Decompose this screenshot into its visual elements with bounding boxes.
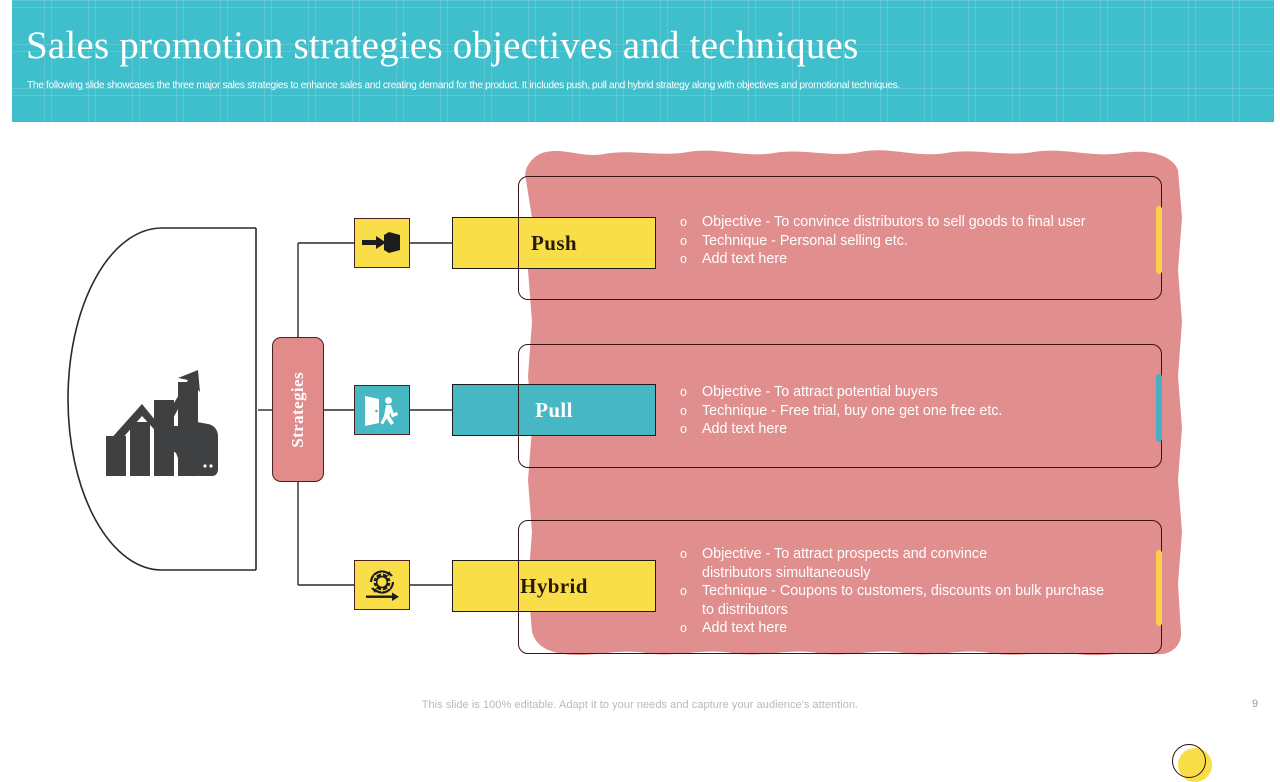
list-item: o Technique - Personal selling etc. [680, 232, 1150, 251]
strategies-hub[interactable]: Strategies [272, 337, 324, 482]
bullet-marker: o [680, 385, 687, 399]
list-item: o Add text here [680, 420, 1150, 439]
list-item-text: Objective - To convince distributors to … [702, 214, 1086, 230]
list-item-text: Technique - Coupons to customers, discou… [702, 583, 1105, 618]
list-item: o Objective - To convince distributors t… [680, 213, 1150, 232]
pull-person-exit-door-icon[interactable] [354, 385, 410, 435]
growth-bar-chart-hand-icon [104, 368, 220, 478]
list-item-text: Objective - To attract prospects and con… [702, 546, 988, 581]
push-box-arrow-icon[interactable] [354, 218, 410, 268]
strategies-hub-label: Strategies [288, 371, 307, 448]
hybrid-bullets: o Objective - To attract prospects and c… [680, 545, 1160, 638]
push-label-chip[interactable]: Push [452, 217, 656, 269]
hybrid-accent-bar [1156, 550, 1162, 626]
slide-header: Sales promotion strategies objectives an… [0, 0, 1280, 122]
page-subtitle: The following slide showcases the three … [27, 79, 900, 91]
header-right-accent [1274, 0, 1280, 122]
hybrid-label-chip[interactable]: Hybrid [452, 560, 656, 612]
bullet-marker: o [680, 547, 687, 561]
header-left-accent [0, 0, 12, 122]
torn-paper-panel [512, 140, 1184, 665]
list-item: o Technique - Free trial, buy one get on… [680, 402, 1150, 421]
pull-accent-bar [1156, 374, 1162, 442]
list-item: o Add text here [680, 250, 1150, 269]
hybrid-gear-cycle-arrows-icon[interactable] [354, 560, 410, 610]
page-title: Sales promotion strategies objectives an… [26, 24, 859, 67]
slide-body: Strategies Push o Objective - To convinc… [0, 122, 1280, 782]
push-accent-bar [1156, 206, 1162, 274]
pull-label-chip[interactable]: Pull [452, 384, 656, 436]
page-number: 9 [1252, 698, 1259, 710]
pull-bullets: o Objective - To attract potential buyer… [680, 383, 1150, 439]
push-bullets: o Objective - To convince distributors t… [680, 213, 1150, 269]
list-item: o Objective - To attract potential buyer… [680, 383, 1150, 402]
bullet-marker: o [680, 233, 687, 248]
semicircle-arc-decoration [66, 226, 258, 572]
decorative-outline-circle [1172, 744, 1206, 778]
list-item: o Technique - Coupons to customers, disc… [680, 582, 1160, 619]
list-item-text: Technique - Free trial, buy one get one … [702, 402, 1003, 419]
bullet-marker: o [680, 403, 687, 418]
bullet-marker: o [680, 252, 687, 267]
list-item-text: Add text here [702, 251, 788, 268]
list-item: o Objective - To attract prospects and c… [680, 545, 1160, 582]
bullet-marker: o [680, 422, 687, 437]
bullet-marker: o [680, 621, 687, 636]
list-item: o Add text here [680, 619, 1160, 638]
list-item-text: Add text here [702, 620, 788, 637]
bullet-marker: o [680, 584, 687, 599]
list-item-text: Technique - Personal selling etc. [702, 232, 908, 249]
bullet-marker: o [680, 215, 687, 229]
list-item-text: Add text here [702, 421, 788, 438]
list-item-text: Objective - To attract potential buyers [702, 384, 938, 400]
footer-note: This slide is 100% editable. Adapt it to… [421, 699, 859, 711]
